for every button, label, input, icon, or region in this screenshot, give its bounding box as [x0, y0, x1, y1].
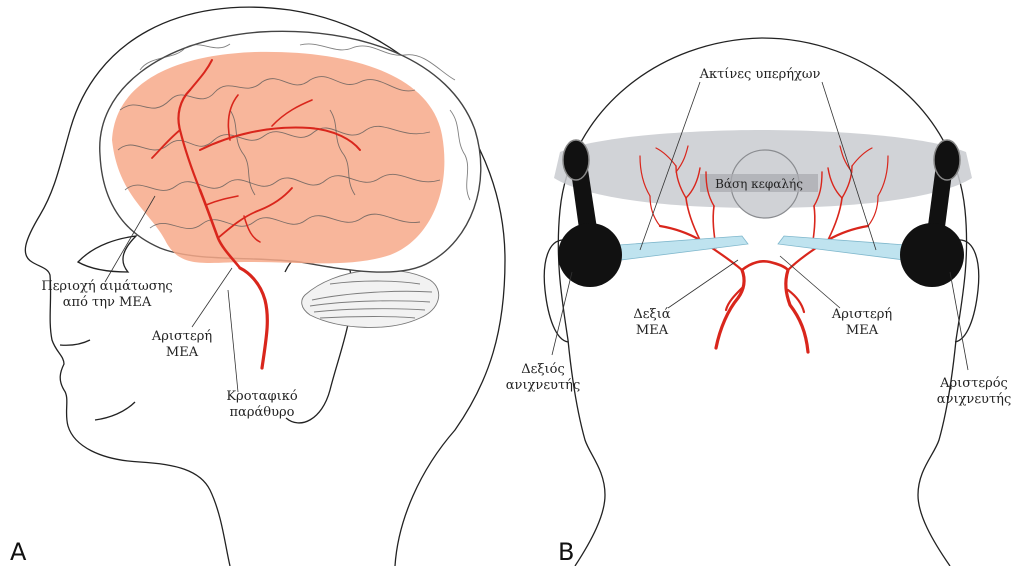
label-right-probe-line1: Δεξιός [521, 362, 565, 377]
label-right-mca-b-line2: ΜΕΑ [636, 323, 669, 338]
label-perfusion-line2: από την ΜΕΑ [63, 295, 152, 310]
panel-b: Βάση κεφαλής [506, 38, 1011, 566]
label-right-probe-line2: ανιχνευτής [506, 378, 580, 393]
mca-perfusion-area [112, 52, 444, 264]
leader-left-mca-a [192, 268, 232, 327]
label-left-probe-line1: Αριστερός [939, 376, 1008, 391]
chin-line [95, 402, 135, 420]
label-head-base: Βάση κεφαλής [715, 177, 803, 191]
cerebellum [302, 270, 439, 328]
label-temporal-window-line2: παράθυρο [230, 405, 295, 420]
panel-letter-a: A [10, 538, 27, 566]
panel-a: Περιοχή αιμάτωσης από την ΜΕΑ Αριστερή Μ… [10, 7, 505, 566]
leader-right-probe [552, 272, 572, 355]
leader-right-mca-b [668, 260, 738, 308]
left-probe-head [900, 223, 964, 287]
label-left-mca-a-line2: ΜΕΑ [166, 345, 199, 360]
label-left-mca-b-line2: ΜΕΑ [846, 323, 879, 338]
left-probe-top-cap [934, 140, 960, 180]
eye-shape [78, 236, 136, 272]
mouth-line [60, 340, 90, 345]
label-right-mca-b-line1: Δεξιά [633, 307, 670, 322]
label-left-mca-b-line1: Αριστερή [831, 307, 892, 322]
label-left-probe-line2: ανιχνευτής [937, 392, 1011, 407]
right-probe-top-cap [563, 140, 589, 180]
label-left-mca-a-line1: Αριστερή [151, 329, 212, 344]
label-perfusion-line1: Περιοχή αιμάτωσης [41, 279, 172, 294]
leader-left-probe [950, 272, 968, 370]
label-temporal-window-line1: Κροταφικό [226, 389, 297, 404]
label-ultrasound-beams: Ακτίνες υπερήχων [699, 67, 821, 82]
head-back-outline [558, 38, 966, 566]
left-ultrasound-beam [778, 236, 920, 262]
panel-letter-b: B [558, 538, 574, 566]
leader-temporal-window [228, 290, 238, 392]
right-probe-head [558, 223, 622, 287]
